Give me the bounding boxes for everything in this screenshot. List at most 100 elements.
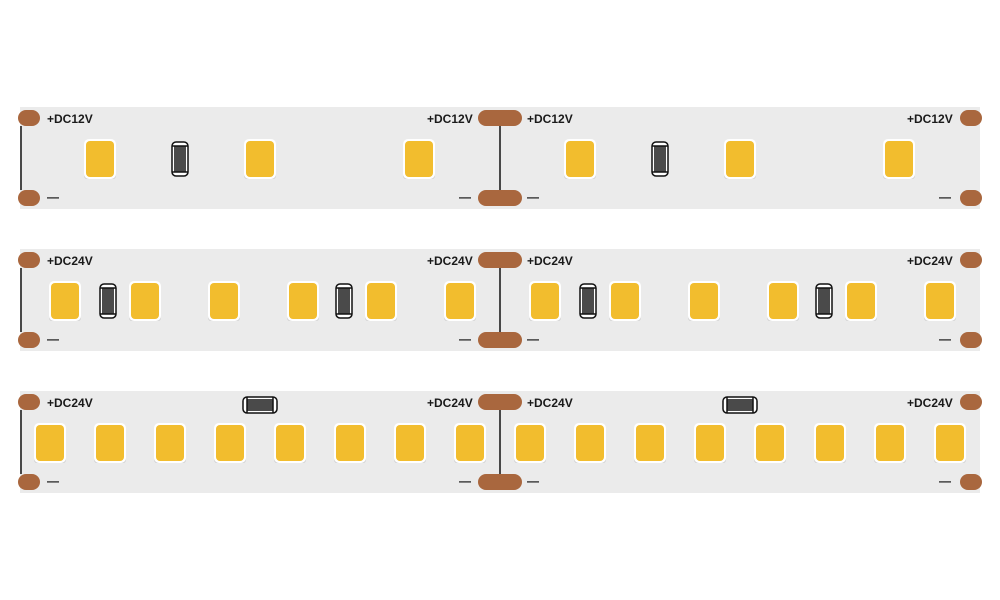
led-emitter bbox=[396, 425, 424, 461]
strip-segment bbox=[84, 139, 435, 179]
led-chip bbox=[394, 423, 426, 463]
led-strip-24v-b: +DC24V +DC24V +DC24V +DC24V — — — — bbox=[18, 391, 982, 493]
ground-label: — bbox=[47, 474, 59, 488]
led-emitter bbox=[216, 425, 244, 461]
ground-label: — bbox=[527, 332, 539, 346]
led-chip bbox=[94, 423, 126, 463]
strip-segment bbox=[529, 281, 956, 321]
led-emitter bbox=[246, 141, 274, 177]
led-emitter bbox=[696, 425, 724, 461]
solder-pad bbox=[960, 394, 982, 410]
led-chip bbox=[154, 423, 186, 463]
led-emitter bbox=[51, 283, 79, 319]
voltage-label-right: +DC24V bbox=[427, 396, 473, 410]
strip-segment bbox=[49, 281, 476, 321]
voltage-label-left: +DC24V bbox=[47, 254, 93, 268]
resistor-body bbox=[727, 399, 753, 411]
led-chip bbox=[767, 281, 799, 321]
led-emitter bbox=[566, 141, 594, 177]
led-emitter bbox=[131, 283, 159, 319]
ground-label: — bbox=[527, 474, 539, 488]
resistor bbox=[99, 283, 117, 319]
led-emitter bbox=[576, 425, 604, 461]
led-chip bbox=[129, 281, 161, 321]
ground-label: — bbox=[47, 332, 59, 346]
led-emitter bbox=[210, 283, 238, 319]
led-emitter bbox=[156, 425, 184, 461]
led-emitter bbox=[405, 141, 433, 177]
resistor-body bbox=[338, 288, 350, 314]
resistor bbox=[579, 283, 597, 319]
led-chip bbox=[403, 139, 435, 179]
led-chip bbox=[365, 281, 397, 321]
resistor bbox=[651, 141, 669, 177]
voltage-label-left: +DC12V bbox=[527, 112, 573, 126]
led-chip bbox=[444, 281, 476, 321]
strip-graphics bbox=[18, 252, 982, 348]
solder-pad bbox=[18, 474, 40, 490]
voltage-label-right: +DC24V bbox=[427, 254, 473, 268]
resistor bbox=[171, 141, 189, 177]
resistor-body bbox=[247, 399, 273, 411]
led-chip bbox=[208, 281, 240, 321]
led-chip bbox=[34, 423, 66, 463]
ground-label: — bbox=[459, 332, 471, 346]
solder-pad bbox=[18, 394, 40, 410]
resistor-body bbox=[582, 288, 594, 314]
ground-label: — bbox=[527, 190, 539, 204]
led-emitter bbox=[926, 283, 954, 319]
resistor-body bbox=[102, 288, 114, 314]
strip-segment bbox=[34, 396, 486, 463]
resistor bbox=[815, 283, 833, 319]
solder-pad bbox=[960, 110, 982, 126]
led-chip bbox=[529, 281, 561, 321]
led-chip bbox=[514, 423, 546, 463]
led-chip bbox=[214, 423, 246, 463]
resistor-body bbox=[174, 146, 186, 172]
led-emitter bbox=[726, 141, 754, 177]
resistor-body bbox=[654, 146, 666, 172]
led-chip bbox=[724, 139, 756, 179]
voltage-label-left: +DC24V bbox=[527, 396, 573, 410]
led-emitter bbox=[96, 425, 124, 461]
solder-pad bbox=[478, 110, 522, 126]
strip-segment bbox=[564, 139, 915, 179]
resistor bbox=[242, 396, 278, 414]
solder-pad bbox=[478, 332, 522, 348]
led-chip bbox=[694, 423, 726, 463]
resistor bbox=[335, 283, 353, 319]
led-chip bbox=[609, 281, 641, 321]
led-chip bbox=[634, 423, 666, 463]
led-chip bbox=[287, 281, 319, 321]
led-emitter bbox=[456, 425, 484, 461]
voltage-label-left: +DC12V bbox=[47, 112, 93, 126]
led-chip bbox=[574, 423, 606, 463]
strip-graphics bbox=[18, 110, 982, 206]
ground-label: — bbox=[939, 474, 951, 488]
solder-pad bbox=[18, 110, 40, 126]
led-emitter bbox=[756, 425, 784, 461]
led-emitter bbox=[289, 283, 317, 319]
led-chip bbox=[564, 139, 596, 179]
voltage-label-right: +DC24V bbox=[907, 254, 953, 268]
led-chip bbox=[84, 139, 116, 179]
solder-pad bbox=[960, 474, 982, 490]
led-emitter bbox=[876, 425, 904, 461]
solder-pad bbox=[478, 394, 522, 410]
led-emitter bbox=[336, 425, 364, 461]
led-chip bbox=[874, 423, 906, 463]
voltage-label-right: +DC12V bbox=[427, 112, 473, 126]
led-chip bbox=[814, 423, 846, 463]
led-emitter bbox=[769, 283, 797, 319]
voltage-label-left: +DC24V bbox=[527, 254, 573, 268]
led-emitter bbox=[936, 425, 964, 461]
led-emitter bbox=[36, 425, 64, 461]
solder-pad bbox=[478, 252, 522, 268]
led-chip bbox=[454, 423, 486, 463]
solder-pad bbox=[18, 332, 40, 348]
resistor-body bbox=[818, 288, 830, 314]
solder-pad bbox=[960, 332, 982, 348]
led-chip bbox=[334, 423, 366, 463]
led-chip bbox=[883, 139, 915, 179]
led-emitter bbox=[516, 425, 544, 461]
